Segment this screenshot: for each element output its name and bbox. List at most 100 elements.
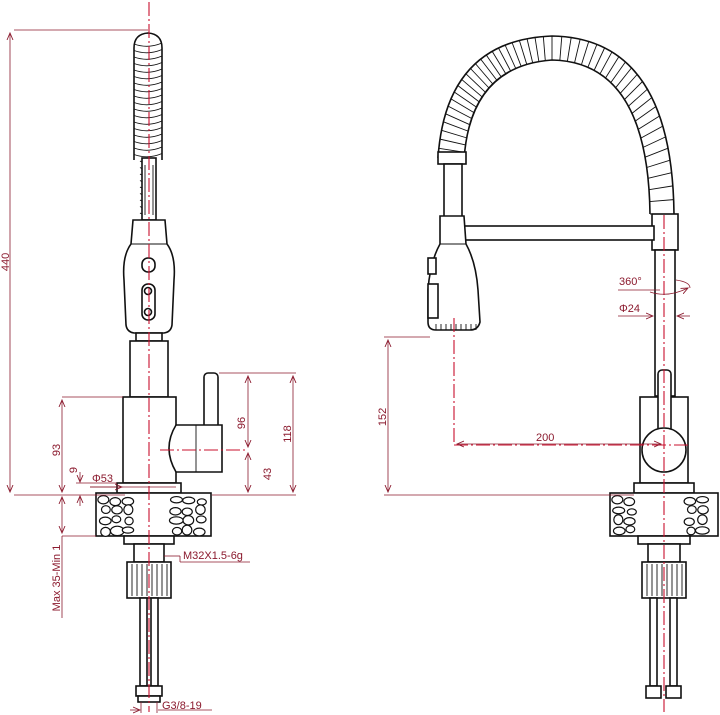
countertop-stone [169, 507, 182, 516]
side-spring-clip [437, 151, 467, 165]
spring-coil [439, 138, 466, 146]
spring-coil [133, 49, 163, 54]
countertop-stone [182, 496, 196, 505]
spring-coil [587, 44, 598, 68]
dim-thread: M32X1.5-6g [183, 550, 243, 562]
spring-coil [133, 114, 163, 119]
spring-coil [133, 101, 163, 106]
spring-coil [133, 62, 163, 67]
countertop-stone [100, 526, 111, 538]
spring-coil [133, 153, 163, 158]
spring-coil [133, 127, 163, 132]
spring-coil [649, 199, 674, 203]
countertop-stone [612, 526, 626, 536]
spring-coil [647, 172, 672, 179]
dim-handle-offset: 43 [262, 468, 274, 480]
dim-base-diameter: Φ53 [92, 473, 113, 485]
spring-coil [445, 113, 470, 126]
spring-coil [133, 120, 163, 125]
countertop-stone [168, 516, 184, 525]
spring-coil [447, 105, 472, 119]
spring-coil [635, 106, 657, 122]
spring-coil [133, 133, 163, 138]
dim-tube-diameter: Φ24 [619, 303, 640, 315]
side-hose-fitting-right [665, 685, 682, 699]
side-hose-fitting-left [645, 685, 662, 699]
side-hose-right [669, 597, 678, 687]
countertop-stone [111, 515, 122, 524]
spring-coil [453, 91, 477, 108]
spring-coil [133, 146, 163, 151]
spring-coil [610, 61, 626, 83]
spring-coil [457, 85, 480, 103]
countertop-stone [683, 496, 697, 506]
spring-coil [133, 68, 163, 73]
dim-flange-thickness: 9 [68, 467, 80, 473]
countertop-stone [612, 506, 626, 515]
spring-coil [574, 39, 581, 63]
countertop-stone [697, 505, 709, 515]
front-hose-left [139, 597, 148, 687]
spring-coil [485, 54, 502, 78]
countertop-stone [195, 504, 206, 516]
spring-coil [133, 81, 163, 86]
dim-rotation: 360° [619, 276, 642, 288]
countertop-stone [181, 524, 193, 536]
spring-coil [443, 121, 469, 132]
spring-coil [615, 67, 632, 88]
countertop-stone [694, 526, 710, 535]
countertop-stone [181, 507, 193, 517]
front-handle-lever [203, 372, 219, 434]
dim-handle-height: 96 [236, 417, 248, 429]
front-dimensions: 440 93 9 Φ53 Max 35-Min 1 M32X1.5-6g G3/… [0, 29, 296, 713]
countertop-stone [195, 515, 207, 524]
countertop-stone [182, 515, 195, 526]
spring-coil [534, 37, 540, 62]
dim-base-height: 93 [51, 444, 63, 456]
spring-coil [640, 125, 664, 139]
side-holder-arm [463, 225, 655, 241]
spring-coil [480, 58, 498, 81]
spring-coil [637, 115, 660, 130]
spring-coil [644, 147, 669, 158]
spring-coil [648, 185, 673, 191]
countertop-stone [100, 505, 111, 515]
side-upper-spout [443, 163, 463, 221]
countertop-stone [683, 517, 695, 527]
spring-coil [599, 51, 613, 75]
front-handle-cartridge [168, 424, 223, 473]
spring-coil [491, 51, 507, 75]
spring-coil [566, 37, 572, 62]
side-upper-tube [651, 213, 679, 251]
spring-coil [580, 41, 590, 65]
countertop-stone [613, 514, 624, 526]
countertop-stone [124, 516, 134, 526]
spring-coil [133, 75, 163, 80]
countertop-stone [111, 505, 123, 515]
countertop-stone [686, 526, 696, 536]
spring-coil [559, 36, 563, 61]
spring-coil [646, 159, 671, 168]
side-view [427, 35, 719, 712]
countertop-stone [697, 514, 708, 526]
side-spring-inner [463, 59, 651, 215]
countertop-stone [171, 526, 183, 536]
dim-handle-total: 118 [282, 425, 294, 443]
front-hose-right [150, 597, 159, 687]
countertop-stone [623, 497, 636, 507]
spring-coil [450, 98, 475, 114]
spring-coil [465, 73, 486, 93]
countertop-stone [695, 495, 710, 504]
spring-coil [605, 56, 620, 79]
side-spray-button [427, 257, 437, 275]
spring-coil [526, 38, 534, 63]
spring-coil [133, 55, 163, 60]
countertop-stone [625, 525, 636, 534]
spring-coil [628, 88, 648, 107]
side-hose-left [649, 597, 658, 687]
countertop-stone [97, 495, 110, 505]
countertop-stone [611, 495, 624, 505]
spring-coil [631, 97, 653, 114]
spring-coil [593, 47, 606, 71]
